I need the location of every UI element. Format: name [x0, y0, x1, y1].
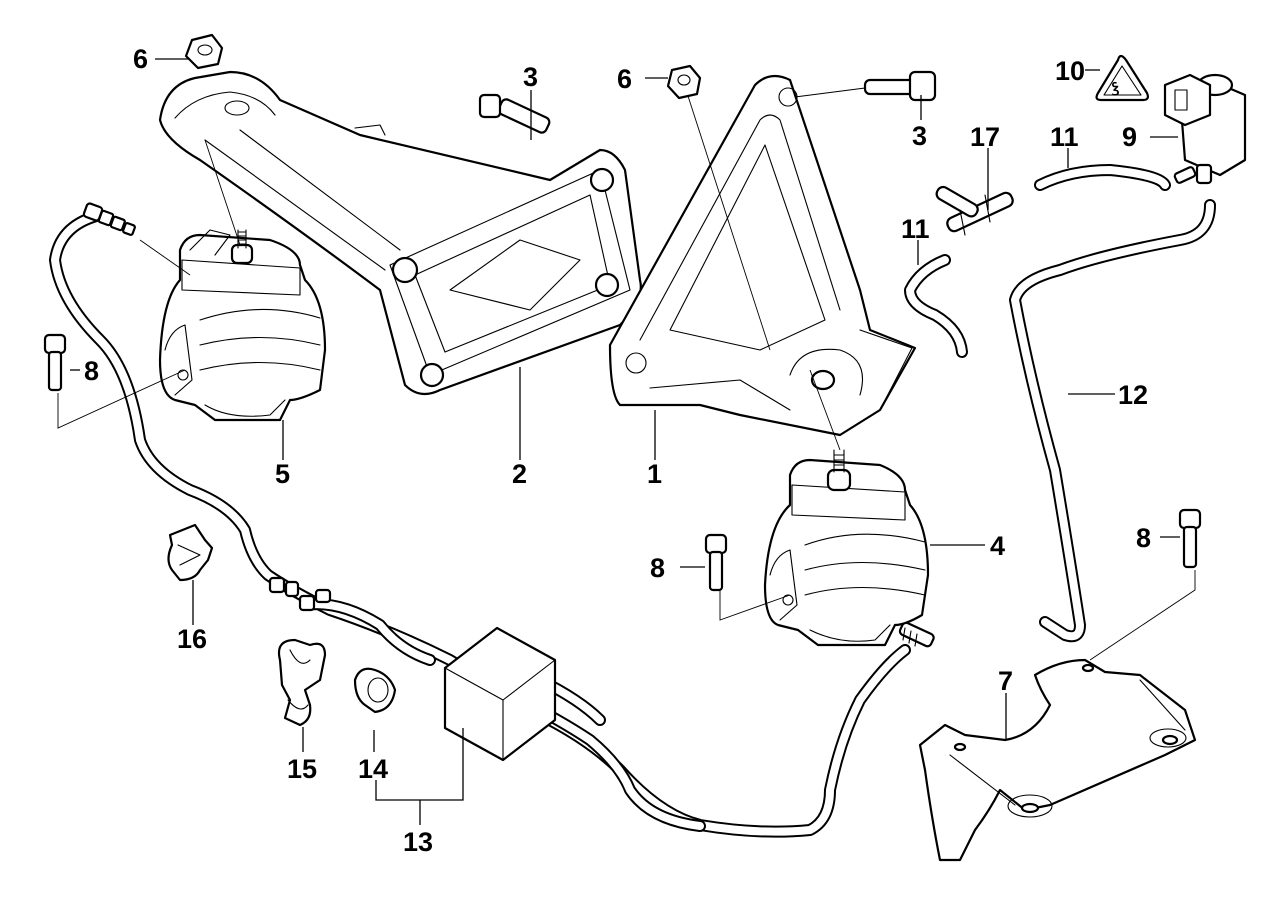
callout-13: 13	[403, 827, 433, 857]
callout-4: 4	[990, 531, 1005, 561]
engine-support-bracket-right[interactable]	[608, 74, 917, 437]
callout-6-left: 6	[133, 44, 148, 74]
solenoid-valve[interactable]	[1163, 73, 1247, 185]
callout-1: 1	[647, 459, 662, 489]
vacuum-reservoir-box[interactable]	[443, 626, 557, 762]
callout-8-left: 8	[84, 356, 99, 386]
mount-base-bracket[interactable]	[918, 658, 1197, 862]
callout-6-right: 6	[617, 64, 632, 94]
callout-5: 5	[275, 459, 290, 489]
callout-2: 2	[512, 459, 527, 489]
t-connector[interactable]	[934, 185, 1014, 236]
vacuum-hose-lower[interactable]	[904, 254, 968, 358]
hex-bolt-mid[interactable]	[704, 533, 728, 592]
vacuum-hose-long[interactable]	[1009, 199, 1216, 643]
callout-7: 7	[998, 666, 1013, 696]
bolt-right[interactable]	[863, 70, 937, 102]
vacuum-hose-upper[interactable]	[1034, 164, 1171, 191]
hex-bolt-left[interactable]	[43, 333, 67, 392]
warning-label[interactable]: ꝣ	[1095, 54, 1149, 102]
engine-mount-right[interactable]	[763, 369, 930, 647]
callout-15: 15	[287, 754, 317, 784]
hex-nut-right[interactable]	[666, 64, 702, 100]
callout-8-right: 8	[1136, 523, 1151, 553]
callout-16: 16	[177, 624, 207, 654]
hose-fitting-right	[898, 621, 935, 648]
callout-10: 10	[1055, 56, 1085, 86]
warning-symbol-text: ꝣ	[1112, 79, 1119, 96]
vacuum-line-main[interactable]	[49, 209, 911, 838]
hex-bolt-right[interactable]	[1178, 508, 1202, 569]
callout-3-right: 3	[912, 121, 927, 151]
bolt-left[interactable]	[478, 93, 551, 134]
callout-9: 9	[1122, 122, 1137, 152]
leader-lines	[57, 58, 1196, 825]
callout-14: 14	[358, 754, 388, 784]
hose-fitting-left	[82, 202, 136, 236]
callout-8-mid: 8	[650, 553, 665, 583]
hex-nut-left[interactable]	[184, 33, 224, 70]
callout-12: 12	[1118, 380, 1148, 410]
hose-fitting-mid	[268, 576, 332, 612]
callout-11-lower: 11	[901, 214, 930, 244]
callout-3-left: 3	[523, 62, 538, 92]
hose-clip[interactable]	[353, 667, 397, 714]
cable-holder[interactable]	[167, 523, 214, 582]
double-hose-clip[interactable]	[277, 638, 327, 727]
engine-mount-left[interactable]	[139, 139, 327, 422]
callout-17: 17	[970, 122, 1000, 152]
callout-11-upper: 11	[1050, 122, 1079, 152]
